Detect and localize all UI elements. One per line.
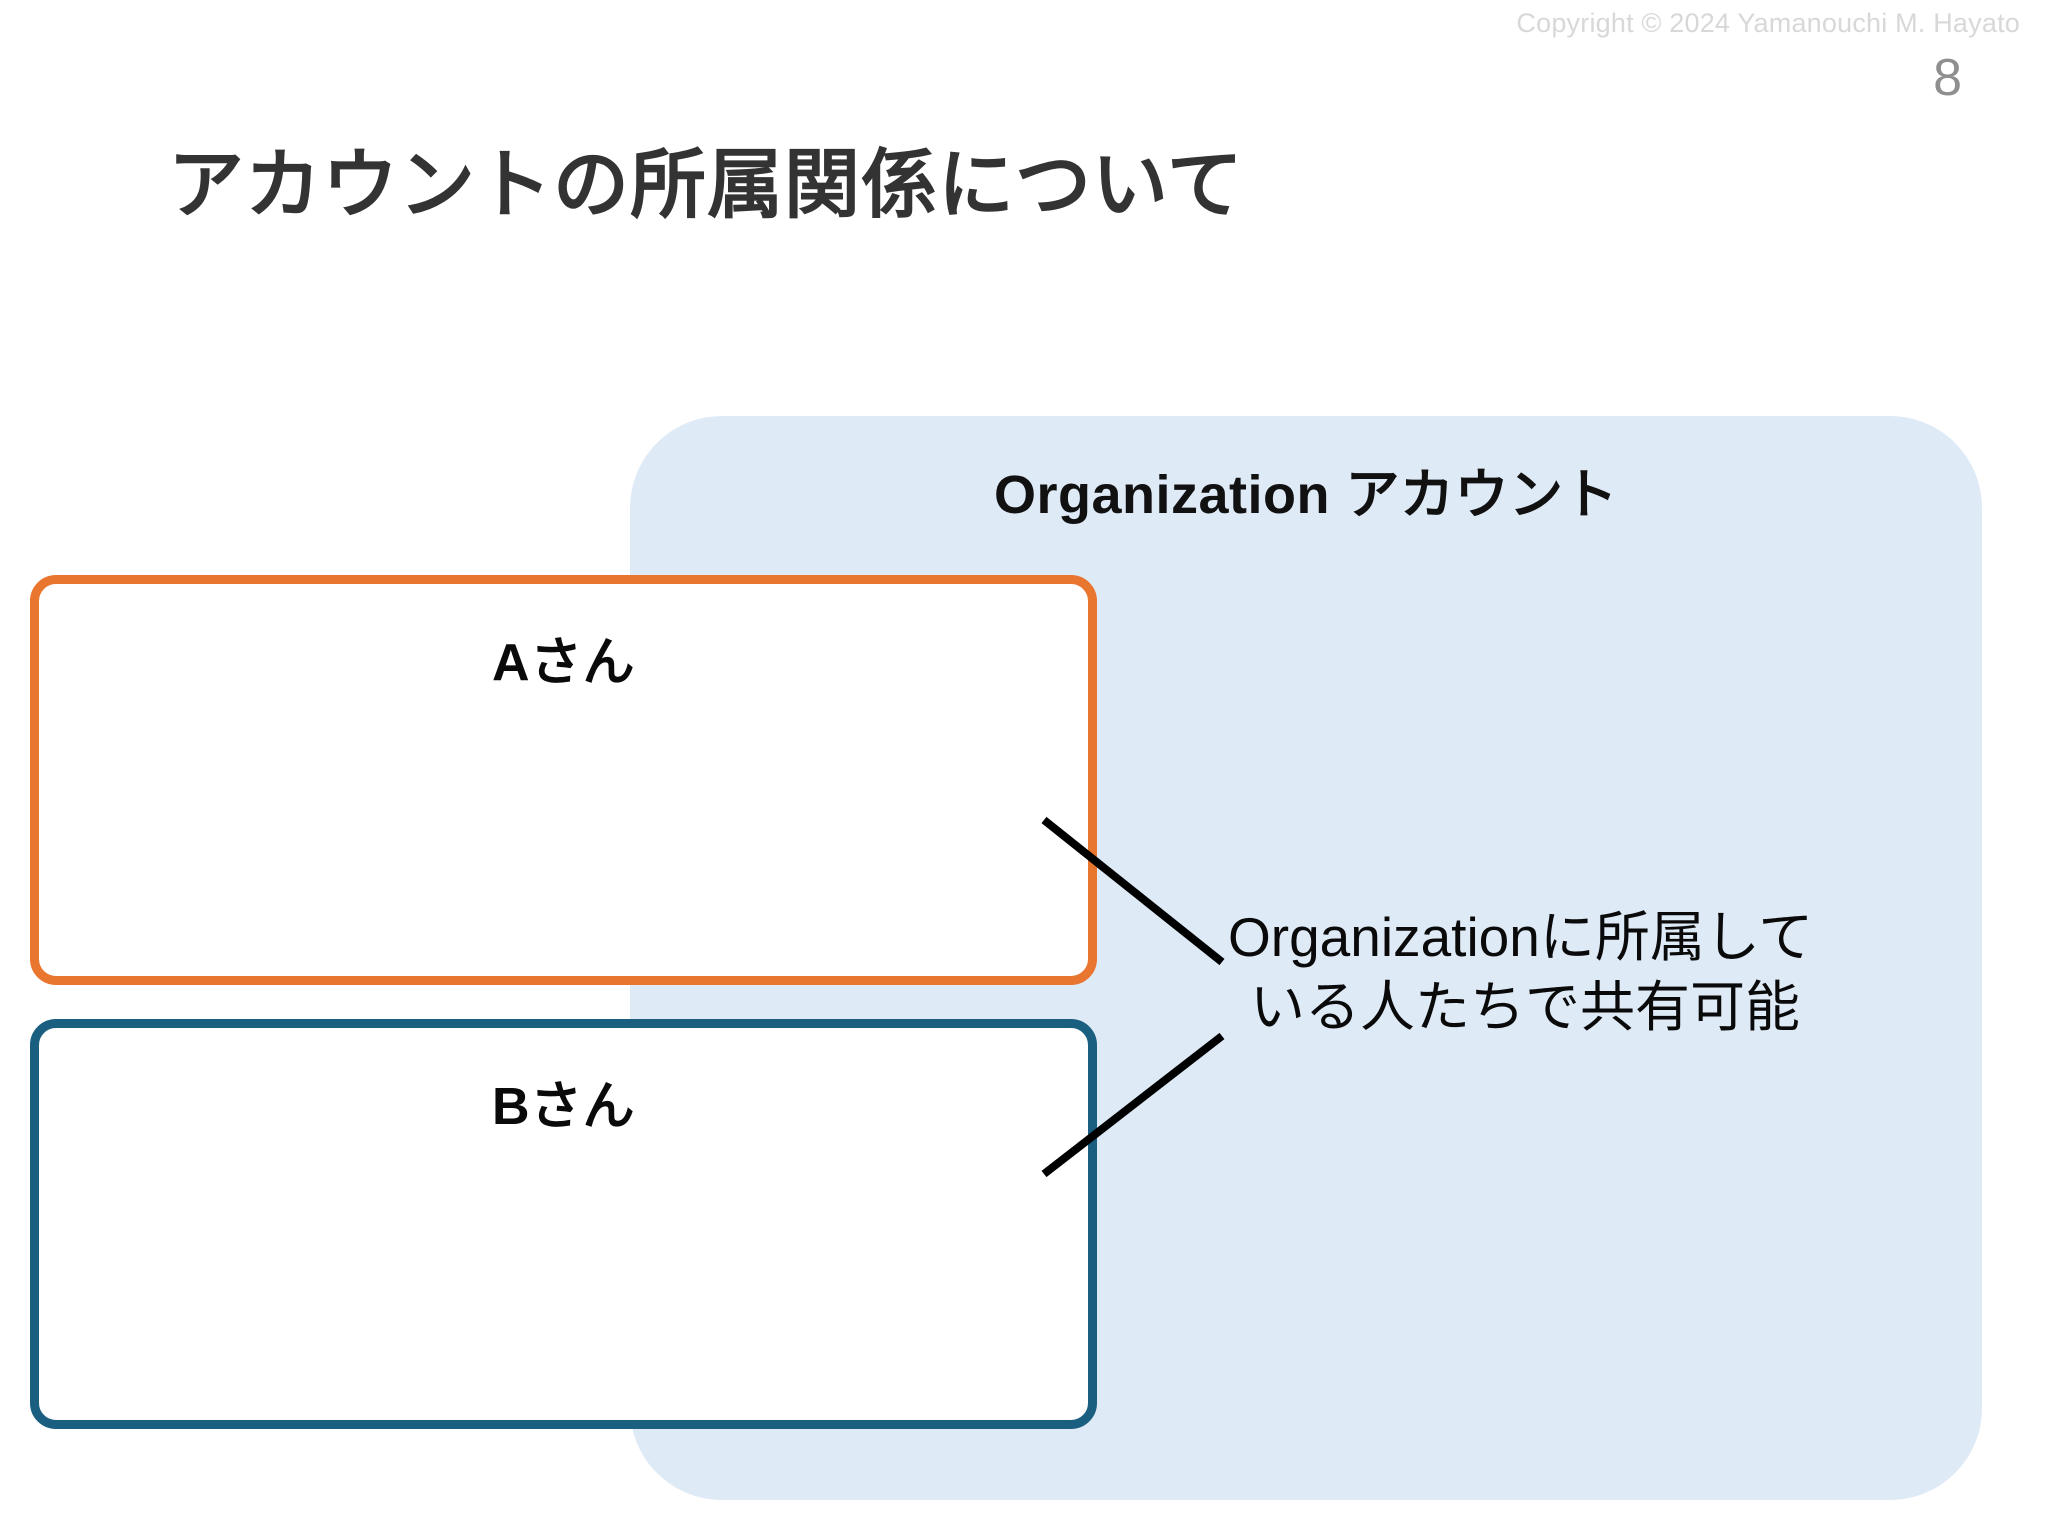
person-box-a: Aさん [30,575,1097,985]
person-label-a: Aさん [491,634,636,692]
organization-account-label: Organization アカウント [993,465,1618,525]
person-label-b: Bさん [491,1078,636,1136]
leader-lines-group [1041,816,1225,1178]
sharing-annotation-line-2: いる人たちで共有可能 [1250,976,1801,1039]
copyright-notice: Copyright © 2024 Yamanouchi M. Hayato [1516,8,2020,38]
person-box-b: Bさん [30,1019,1097,1429]
page-number: 8 [1933,49,1962,107]
page-title: アカウントの所属関係について [168,142,1244,228]
leader-line-lower [1041,1032,1225,1178]
sharing-annotation: Organizationに所属して いる人たちで共有可能 [1228,902,1928,1043]
sharing-annotation-line-1: Organizationに所属して [1228,906,1814,968]
leader-line-upper [1041,816,1225,966]
